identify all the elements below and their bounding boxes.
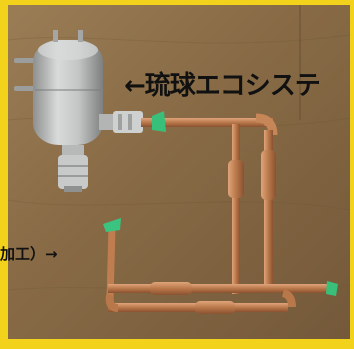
caption-processing-arrow: 加工）→ — [0, 245, 58, 263]
green-tape-icon — [103, 111, 338, 296]
steel-tank-icon — [14, 30, 143, 192]
copper-pipe-icon — [105, 113, 332, 314]
caption-ryukyu-eco-system: ←琉球エコシステ — [124, 71, 321, 101]
